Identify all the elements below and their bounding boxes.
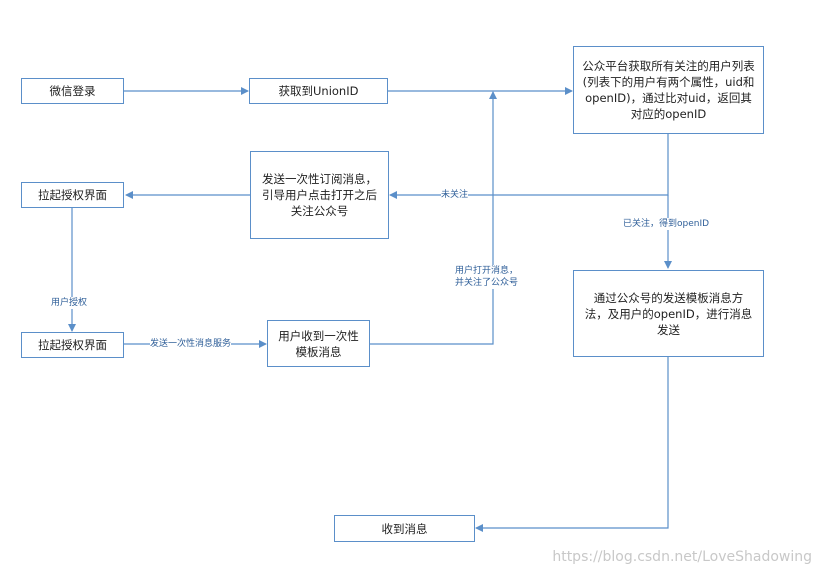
edge-platform-not-followed <box>389 134 669 199</box>
node-wechat-login: 微信登录 <box>21 78 124 104</box>
node-receive-message: 收到消息 <box>334 515 475 542</box>
node-send-template-msg: 通过公众号的发送模板消息方法，及用户的openID，进行消息发送 <box>573 270 764 357</box>
label-not-followed: 未关注 <box>441 189 469 201</box>
edge-template-to-receive <box>475 357 669 532</box>
node-user-receive-template: 用户收到一次性模板消息 <box>267 320 370 367</box>
node-pull-auth-1: 拉起授权界面 <box>21 182 124 208</box>
node-pull-auth-2: 拉起授权界面 <box>21 332 124 358</box>
label-user-authorized: 用户授权 <box>51 297 88 309</box>
edge-receive-to-unionid <box>370 91 497 345</box>
node-get-unionid: 获取到UnionID <box>249 78 388 104</box>
label-user-open-follow: 用户打开消息， 并关注了公众号 <box>455 265 519 289</box>
node-send-subscribe-msg: 发送一次性订阅消息，引导用户点击打开之后关注公众号 <box>250 151 389 239</box>
node-platform-get-users: 公众平台获取所有关注的用户列表(列表下的用户有两个属性，uid和openID)，… <box>573 46 764 134</box>
label-send-subscribe-service: 发送一次性消息服务 <box>150 338 232 350</box>
label-followed-get-openid: 已关注，得到openID <box>623 218 710 230</box>
watermark: https://blog.csdn.net/LoveShadowing <box>552 549 812 565</box>
